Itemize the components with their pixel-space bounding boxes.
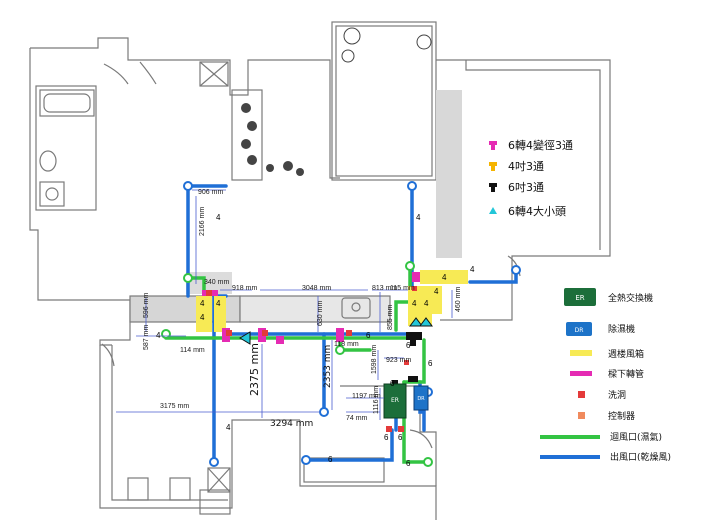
architecture bbox=[29, 21, 611, 520]
pipe-4-k: 4 bbox=[434, 287, 439, 296]
pipe-4-b: 4 bbox=[416, 213, 421, 222]
legend-item-reducer: 6轉4大小頭 bbox=[489, 204, 566, 218]
legend-return-label: 迴風口(濕氣) bbox=[610, 431, 662, 443]
legend-item-4in-tee: 4吋3通 bbox=[489, 160, 544, 173]
legend-label-1: 4吋3通 bbox=[508, 160, 544, 173]
dim-1197: 1197 mm bbox=[352, 393, 381, 400]
legend-item-reducer-tee: 6轉4變徑3通 bbox=[489, 138, 573, 152]
dim-1116: 1116 mm bbox=[373, 386, 380, 414]
supply-ducts bbox=[186, 184, 518, 464]
wall-slab bbox=[436, 90, 462, 258]
dim-460: 460 mm bbox=[455, 287, 462, 312]
dim-918: 918 mm bbox=[232, 285, 257, 292]
legend-yellow-box: 週楼風箱 bbox=[570, 348, 644, 360]
dim-2375: 2375 mm bbox=[248, 343, 261, 396]
pipe-4-g: 4 bbox=[442, 273, 447, 282]
legend-hole: 洗洞 bbox=[578, 389, 626, 401]
pipe-4-a: 4 bbox=[216, 213, 221, 222]
dim-115: 115 mm bbox=[390, 285, 415, 292]
dim-630: 630 mm bbox=[317, 301, 324, 326]
legend-label-3: 6轉4大小頭 bbox=[508, 204, 566, 218]
tee-4in-icon bbox=[489, 162, 497, 166]
dim-3048: 3048 mm bbox=[302, 285, 331, 292]
legend-pink-label: 樑下轉管 bbox=[608, 368, 644, 380]
er-plan-label: ER bbox=[391, 397, 399, 404]
pipe-6-b: 6 bbox=[406, 341, 411, 350]
dim-3294: 3294 mm bbox=[270, 419, 313, 429]
yellow-boxes bbox=[196, 270, 468, 332]
legend-yellow-label: 週楼風箱 bbox=[608, 348, 644, 360]
dim-596: 596 mm bbox=[143, 293, 150, 318]
legend-controller: 控制器 bbox=[578, 410, 635, 422]
dim-2166: 2166 mm bbox=[199, 207, 206, 236]
pipe-6-h: 6 bbox=[406, 459, 411, 468]
legend-er-badge: ER bbox=[575, 294, 584, 302]
pipe-size-labels: 4 4 4 4 4 4 4 4 4 4 4 4 6 6 6 6 6 6 6 6 bbox=[156, 213, 475, 468]
dim-906: 906 mm bbox=[198, 189, 223, 196]
legend-hole-label: 洗洞 bbox=[608, 389, 626, 401]
legend-dr-badge: DR bbox=[575, 327, 584, 334]
legend-controller-label: 控制器 bbox=[608, 410, 635, 422]
tee-reducer-icon bbox=[489, 141, 497, 145]
dr-unit-plan: DR bbox=[413, 385, 429, 411]
dim-114: 114 mm bbox=[180, 347, 205, 354]
pipe-4-f: 4 bbox=[216, 299, 221, 308]
legend-dr: DR 除濕機 bbox=[566, 322, 635, 336]
legend-label-0: 6轉4變徑3通 bbox=[508, 138, 573, 152]
er-unit-plan: ER bbox=[383, 383, 407, 419]
legend-pink-bar: 樑下轉管 bbox=[570, 368, 644, 380]
dim-118: 118 mm bbox=[334, 341, 359, 348]
dim-923: 923 mm bbox=[386, 357, 411, 364]
dimension-lines bbox=[116, 189, 453, 420]
legend-dr-label: 除濕機 bbox=[608, 323, 635, 335]
dim-855: 855 mm bbox=[387, 305, 394, 330]
dr-plan-label: DR bbox=[417, 396, 425, 402]
pipe-4-l: 4 bbox=[226, 423, 231, 432]
fittings-legend: 6轉4變徑3通 4吋3通 6吋3通 6轉4大小頭 bbox=[489, 138, 573, 218]
pipe-6-d: 6 bbox=[428, 359, 433, 368]
balcony-plants bbox=[241, 27, 432, 176]
legend-item-6in-tee: 6吋3通 bbox=[489, 181, 544, 194]
legend-er: ER 全熱交換機 bbox=[564, 288, 653, 306]
hole-markers bbox=[206, 286, 417, 432]
dim-340: 340 mm bbox=[204, 279, 229, 286]
legend-supply-line: 出風口(乾燥風) bbox=[540, 451, 671, 463]
pipe-4-e: 4 bbox=[200, 313, 205, 322]
pipe-4-h: 4 bbox=[470, 265, 475, 274]
pipe-4-j: 4 bbox=[424, 299, 429, 308]
reducer-triangles bbox=[239, 317, 433, 345]
dim-1598: 1598 mm bbox=[371, 345, 378, 374]
system-legend: ER 全熱交換機 DR 除濕機 週楼風箱 樑下轉管 洗洞 控制器 迴風口(濕氣) bbox=[540, 288, 671, 463]
pipe-6-g: 6 bbox=[328, 455, 333, 464]
dim-587: 587 mm bbox=[143, 325, 150, 350]
pipe-6-e: 6 bbox=[384, 433, 389, 442]
legend-er-label: 全熱交換機 bbox=[608, 292, 653, 304]
pipe-6-c: 6 bbox=[390, 379, 395, 388]
pipe-6-a: 6 bbox=[366, 331, 371, 340]
reducer-icon bbox=[489, 207, 497, 214]
pipe-6-f: 6 bbox=[398, 433, 403, 442]
tee-6in-icon bbox=[489, 183, 497, 187]
legend-return-line: 迴風口(濕氣) bbox=[540, 431, 662, 443]
dim-3175: 3175 mm bbox=[160, 403, 189, 410]
pipe-4-c: 4 bbox=[156, 331, 161, 340]
dimension-labels: 906 mm 2166 mm 918 mm 3048 mm 813 mm 115… bbox=[143, 189, 462, 429]
dim-74: 74 mm bbox=[346, 415, 368, 422]
legend-label-2: 6吋3通 bbox=[508, 181, 544, 194]
dim-2353: 2353 mm bbox=[323, 345, 333, 388]
legend-supply-label: 出風口(乾燥風) bbox=[610, 451, 671, 463]
pipe-4-i: 4 bbox=[412, 299, 417, 308]
dim-813: 813 mm bbox=[372, 285, 397, 292]
pipe-4-d: 4 bbox=[200, 299, 205, 308]
